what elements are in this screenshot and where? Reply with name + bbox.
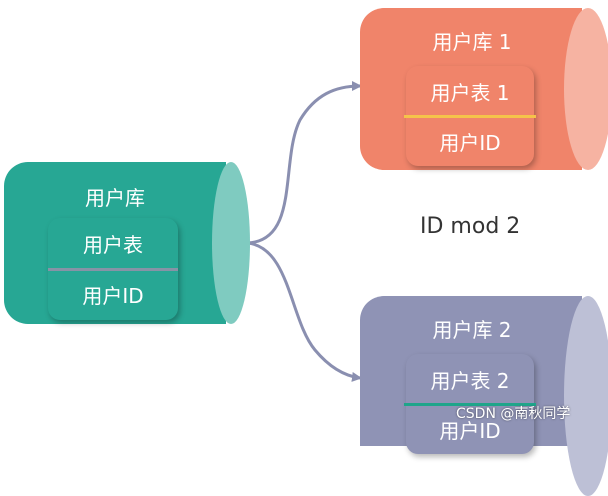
- shard-2-database-cylinder: 用户库 2 用户表 2 用户ID: [360, 296, 608, 496]
- shard-1-database-cylinder: 用户库 1 用户表 1 用户ID: [360, 8, 608, 170]
- shard-1-user-table: 用户表 1 用户ID: [404, 66, 536, 166]
- shard-1-database-cap: [564, 8, 608, 170]
- main-user-table: 用户表 用户ID: [48, 218, 178, 320]
- shard-1-user-id-column: 用户ID: [439, 130, 501, 155]
- main-user-table-name: 用户表: [83, 233, 143, 257]
- routing-arrows: [247, 81, 362, 382]
- shard-2-user-table-divider: [404, 403, 536, 406]
- shard-1-user-table-divider: [404, 115, 536, 118]
- main-user-table-divider: [48, 268, 178, 271]
- main-user-id-column: 用户ID: [82, 284, 144, 308]
- shard-1-user-table-name: 用户表 1: [430, 80, 510, 105]
- arrow-to-shard-1: [247, 81, 362, 245]
- main-database-title: 用户库: [85, 186, 145, 210]
- main-database-cap: [212, 162, 250, 324]
- arrow-to-shard-2: [247, 241, 362, 382]
- main-database-cylinder: 用户库 用户表 用户ID: [4, 162, 250, 324]
- watermark: CSDN @南秋同学: [456, 406, 571, 422]
- sharding-rule-label: ID mod 2: [420, 214, 521, 239]
- shard-2-user-table-name: 用户表 2: [430, 368, 510, 393]
- shard-1-database-title: 用户库 1: [432, 30, 512, 54]
- shard-2-database-title: 用户库 2: [432, 318, 512, 342]
